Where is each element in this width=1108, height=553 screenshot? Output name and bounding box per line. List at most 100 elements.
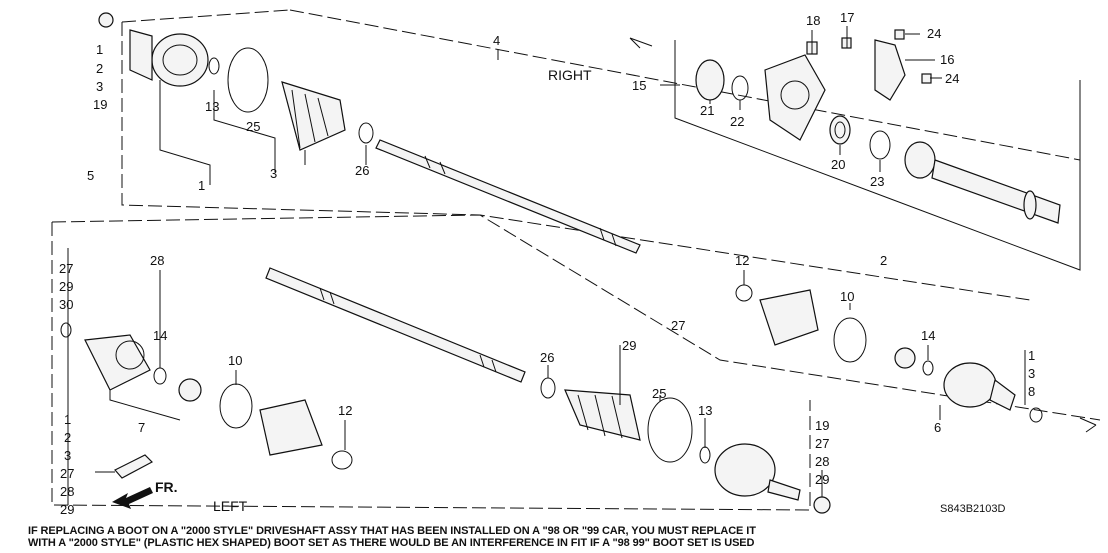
callout-28: 28 [60,484,74,499]
callout-29: 29 [60,502,74,517]
callout-18: 18 [806,13,820,28]
callout-13: 13 [698,403,712,418]
callout-29: 29 [59,279,73,294]
callout-28: 28 [150,253,164,268]
left-shaft [265,267,526,383]
right-group-frame [121,9,1081,301]
left-snap-ring-30 [60,322,72,338]
callout-6: 6 [934,420,941,435]
callout-10: 10 [228,353,242,368]
right-boot-band-25 [227,47,269,113]
front-arrow-icon [112,487,153,509]
callout-27: 27 [671,318,685,333]
callout-16: 16 [940,52,954,67]
callout-8: 8 [1028,384,1035,399]
callout-19: 19 [815,418,829,433]
callout-3: 3 [96,79,103,94]
left-boot [564,389,641,441]
inboard-joint-right [943,362,1016,411]
callout-15: 15 [632,78,646,93]
callout-29: 29 [622,338,636,353]
callout-1: 1 [64,412,71,427]
callout-26: 26 [355,163,369,178]
callout-12: 12 [338,403,352,418]
boot-band-10-right [833,317,867,363]
direction-arrow-right [629,37,653,49]
right-clip-22 [731,75,749,101]
bearing-20 [829,115,851,145]
stop-ring-14-right [922,360,934,376]
note-line-1: IF REPLACING A BOOT ON A "2000 STYLE" DR… [28,525,756,537]
left-inboard-joint-7 [84,334,151,391]
callout-13: 13 [205,99,219,114]
boot-band-12-left [331,450,353,470]
inner-boot-left [259,399,323,456]
grease-tube [114,454,153,479]
callout-29: 29 [815,472,829,487]
bolt-24-lower [921,73,932,84]
callout-2: 2 [96,61,103,76]
callout-14: 14 [153,328,167,343]
note-line-2: WITH A "2000 STYLE" (PLASTIC HEX SHAPED)… [28,537,755,549]
callout-30: 30 [59,297,73,312]
right-shaft [375,139,641,254]
callout-21: 21 [700,103,714,118]
stop-ring-14-left [153,367,167,385]
right-boot-3 [281,81,346,151]
spider-left [178,378,202,402]
callout-24: 24 [945,71,959,86]
boot-replacement-note: IF REPLACING A BOOT ON A "2000 STYLE" DR… [28,525,1088,549]
boot-band-10-left [219,383,253,429]
callout-4: 4 [493,33,500,48]
callout-14: 14 [921,328,935,343]
left-snap-ring-13 [699,446,711,464]
callout-2: 2 [880,253,887,268]
callout-3: 3 [270,166,277,181]
direction-arrow-left [1079,417,1097,433]
callout-27: 27 [60,466,74,481]
callout-1: 1 [198,178,205,193]
fr-label: FR. [155,479,178,495]
nut-19 [813,496,831,514]
left-label: LEFT [213,498,248,514]
callout-3: 3 [64,448,71,463]
callout-19: 19 [93,97,107,112]
callout-23: 23 [870,174,884,189]
callout-27: 27 [59,261,73,276]
callout-2: 2 [64,430,71,445]
spider-right [894,347,916,369]
callout-25: 25 [652,386,666,401]
right-label: RIGHT [548,67,592,83]
callout-25: 25 [246,119,260,134]
leader-lines [95,26,1026,497]
callout-17: 17 [840,10,854,25]
callout-5: 5 [87,168,94,183]
callout-26: 26 [540,350,554,365]
callout-10: 10 [840,289,854,304]
callout-3: 3 [1028,366,1035,381]
inner-boot-right [759,289,819,346]
bolt-24-upper [894,29,905,40]
bearing-cap-16 [874,39,906,101]
callout-1: 1 [1028,348,1035,363]
boot-band-12-right [735,284,753,302]
diagram-code: S843B2103D [940,503,1005,515]
left-clip-26 [540,377,556,399]
callout-7: 7 [138,420,145,435]
left-outer-cv-joint [714,443,801,501]
callout-28: 28 [815,454,829,469]
callout-24: 24 [927,26,941,41]
callout-22: 22 [730,114,744,129]
bearing-support-bracket [764,54,826,141]
callout-12: 12 [735,253,749,268]
callout-27: 27 [815,436,829,451]
right-inner-boot-21 [695,59,725,101]
right-outer-cv-joint [98,12,209,87]
left-boot-band-25 [647,397,693,463]
snap-ring-23 [869,130,891,160]
right-intermediate-shaft [904,141,1061,224]
callout-1: 1 [96,42,103,57]
right-clip-26 [358,122,374,144]
set-ring-8 [1029,407,1043,423]
